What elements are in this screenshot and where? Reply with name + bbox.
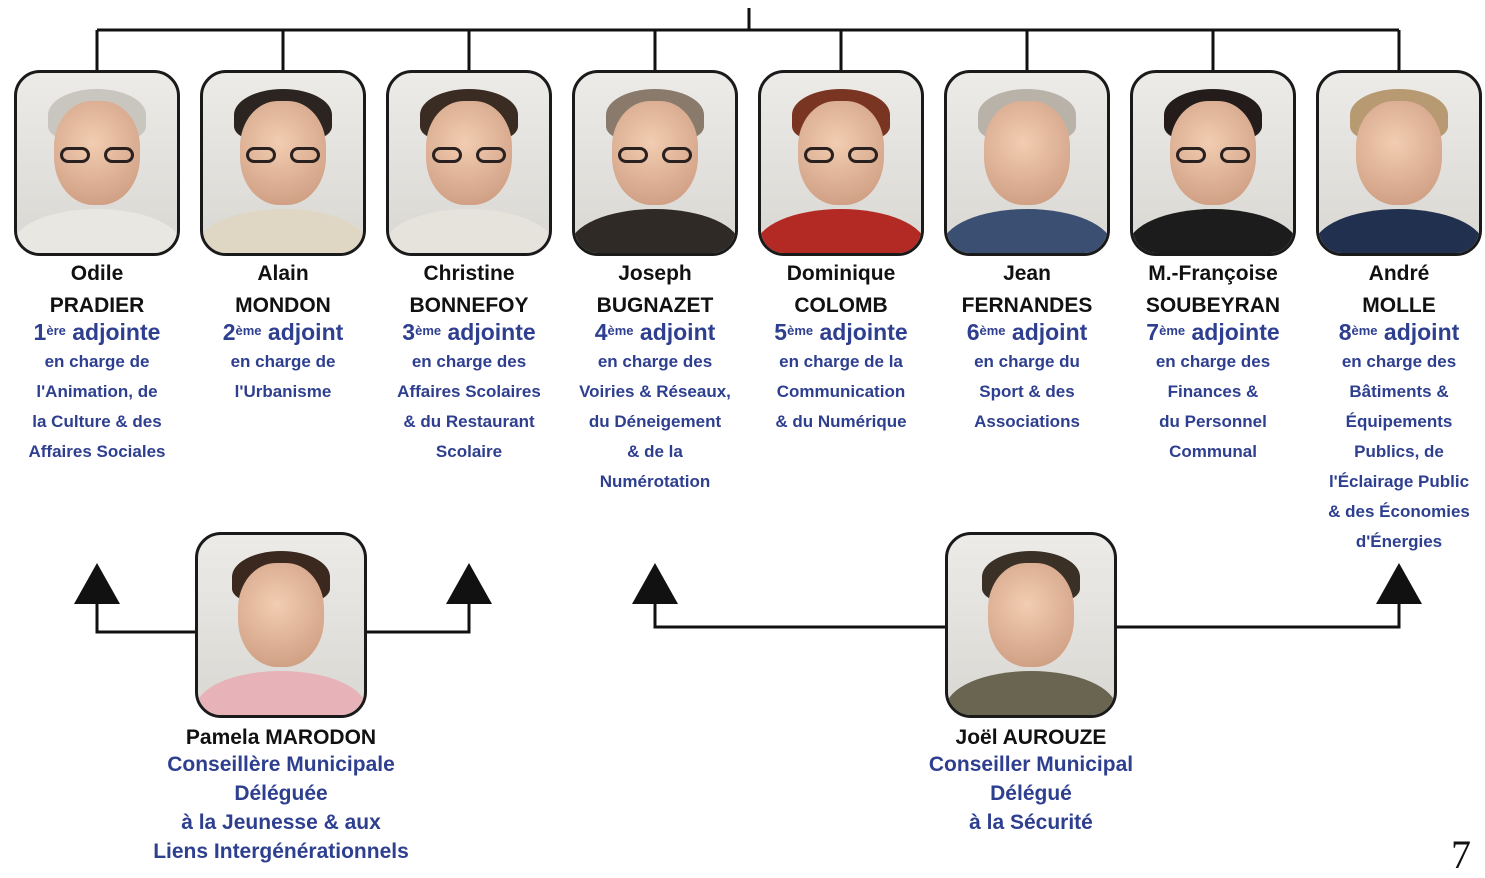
portrait-photo (195, 532, 367, 718)
duty-line: & de la (627, 442, 683, 461)
arrow-up-icon (74, 563, 120, 604)
duty-line: à la Sécurité (969, 811, 1093, 834)
adjoint-rank: 8ème adjoint (1338, 319, 1460, 345)
duty-line: du Déneigement (588, 412, 722, 431)
first-name: Jean (1003, 262, 1051, 285)
adjoint-rank: 2ème adjoint (222, 319, 344, 345)
last-name: BONNEFOY (409, 294, 529, 317)
last-name: FERNANDES (961, 294, 1093, 317)
duty-line: Bâtiments & (1349, 382, 1449, 401)
duty-line: Équipements (1345, 412, 1453, 431)
duty-line: en charge du (974, 352, 1080, 371)
duty-line: Finances & (1167, 382, 1259, 401)
conseiller-delegation: Déléguée (234, 782, 328, 805)
duty-line: en charge de la (779, 352, 903, 371)
duty-line: en charge des (597, 352, 713, 371)
portrait-photo (945, 532, 1117, 718)
duty-line: en charge des (411, 352, 527, 371)
portrait-photo (1316, 70, 1482, 256)
adjoint-rank: 1ère adjointe (33, 319, 161, 345)
last-name: PRADIER (49, 294, 145, 317)
conseiller-name: Joël AUROUZE (955, 726, 1107, 749)
adjoint-rank: 7ème adjointe (1146, 319, 1280, 345)
portrait-photo (944, 70, 1110, 256)
portrait-photo (386, 70, 552, 256)
duty-line: à la Jeunesse & aux (181, 811, 381, 834)
duty-line: en charge des (1341, 352, 1457, 371)
first-name: Alain (257, 262, 309, 285)
duty-line: du Personnel (1159, 412, 1267, 431)
duty-line: Communication (776, 382, 906, 401)
duty-line: & du Restaurant (403, 412, 535, 431)
duty-line: Communal (1169, 442, 1257, 461)
duty-line: d'Énergies (1355, 532, 1443, 551)
arrow-up-icon (446, 563, 492, 604)
duty-line: Liens Intergénérationnels (153, 840, 409, 863)
duty-line: en charge de (230, 352, 336, 371)
adjoint-rank: 5ème adjointe (774, 319, 908, 345)
duty-line: l'Urbanisme (234, 382, 332, 401)
duty-line: Publics, de (1354, 442, 1444, 461)
first-name: André (1368, 262, 1430, 285)
arrow-up-icon (1376, 563, 1422, 604)
duty-line: l'Animation, de (36, 382, 158, 401)
first-name: Christine (423, 262, 515, 285)
page-number: 7 (1451, 832, 1471, 877)
conseiller-role: Conseiller Municipal (928, 753, 1134, 776)
first-name: Odile (70, 262, 124, 285)
adjoint-rank: 6ème adjoint (966, 319, 1088, 345)
last-name: BUGNAZET (596, 294, 714, 317)
last-name: COLOMB (794, 294, 888, 317)
adjoint-rank: 3ème adjointe (402, 319, 536, 345)
duty-line: Affaires Scolaires (397, 382, 541, 401)
adjoint-rank: 4ème adjoint (594, 319, 716, 345)
portrait-photo (1130, 70, 1296, 256)
arrow-up-icon (632, 563, 678, 604)
duty-line: & du Numérique (775, 412, 907, 431)
duty-line: Voiries & Réseaux, (579, 382, 731, 401)
duty-line: Affaires Sociales (28, 442, 166, 461)
portrait-photo (14, 70, 180, 256)
duty-line: en charge des (1155, 352, 1271, 371)
portrait-photo (200, 70, 366, 256)
duty-line: l'Éclairage Public (1328, 472, 1470, 491)
duty-line: en charge de (44, 352, 150, 371)
portrait-photo (572, 70, 738, 256)
portrait-photo (758, 70, 924, 256)
conseiller-delegation: Délégué (990, 782, 1072, 805)
duty-line: Numérotation (599, 472, 711, 491)
last-name: SOUBEYRAN (1145, 294, 1281, 317)
duty-line: & des Économies (1328, 502, 1470, 521)
duty-line: Sport & des (979, 382, 1075, 401)
first-name: Joseph (618, 262, 692, 285)
conseiller-role: Conseillère Municipale (167, 753, 395, 776)
duty-line: Scolaire (435, 442, 503, 461)
first-name: Dominique (786, 262, 896, 285)
duty-line: Associations (974, 412, 1080, 431)
duty-line: la Culture & des (32, 412, 162, 431)
last-name: MOLLE (1362, 294, 1436, 317)
conseiller-name: Pamela MARODON (185, 726, 377, 749)
last-name: MONDON (235, 294, 331, 317)
first-name: M.-Françoise (1148, 262, 1278, 285)
